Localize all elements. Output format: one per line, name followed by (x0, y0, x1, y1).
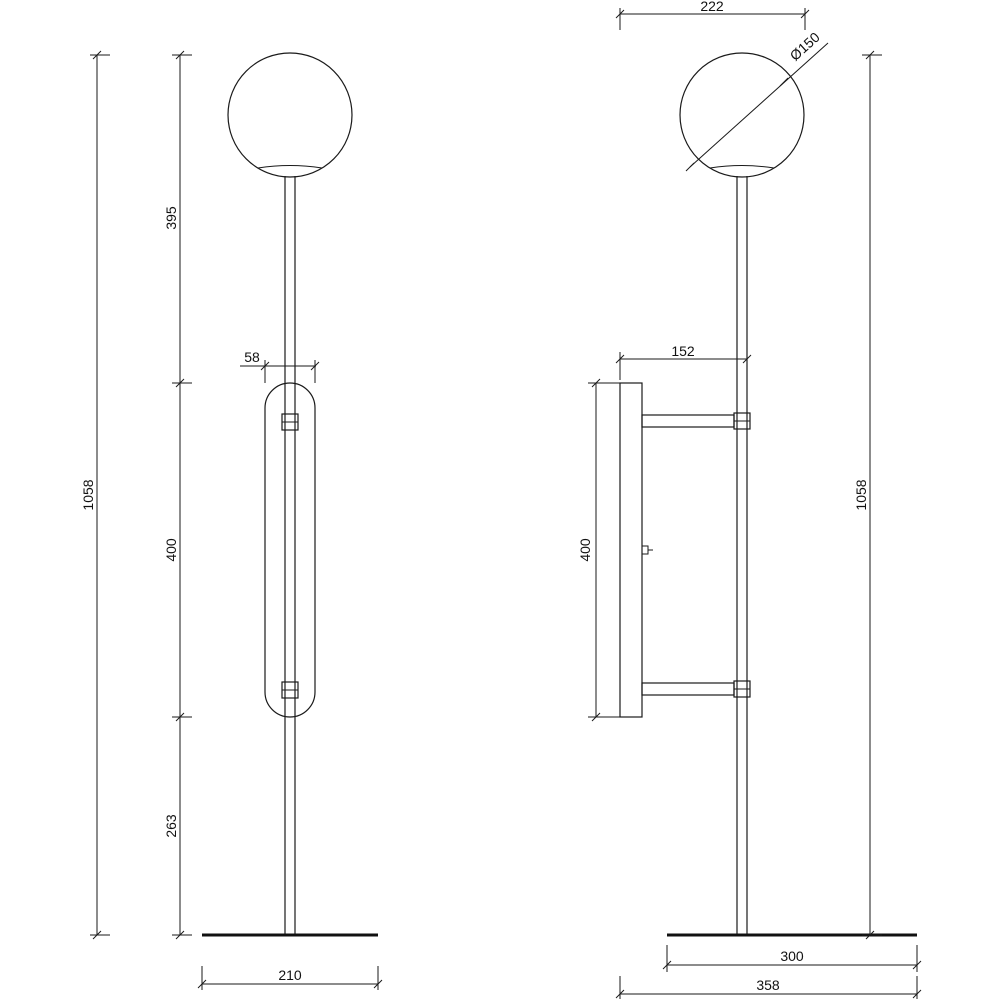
side-dim-arm-depth: 152 (615, 343, 752, 380)
side-dim-globe-diameter: Ø150 (685, 29, 829, 172)
front-dim-base-width: 210 (197, 966, 383, 990)
front-panel-height-label: 400 (163, 538, 179, 562)
side-overall-width-label: 358 (756, 977, 780, 993)
side-base-width-label: 300 (780, 948, 804, 964)
front-lower-height-label: 263 (163, 814, 179, 838)
side-dim-base-width: 300 (662, 945, 922, 972)
side-top-width-label: 222 (700, 0, 724, 14)
front-upper-height-label: 395 (163, 206, 179, 230)
front-dim-chain: 395 400 263 (163, 50, 192, 940)
front-globe (227, 52, 353, 178)
front-dim-panel-width: 58 (240, 349, 320, 383)
side-panel-height-label: 400 (577, 538, 593, 562)
side-globe (679, 52, 805, 178)
front-globe-inner-line (257, 165, 323, 169)
front-panel-width-label: 58 (244, 349, 260, 365)
side-arm-depth-label: 152 (671, 343, 695, 359)
side-globe-diameter-label: Ø150 (787, 29, 823, 64)
side-dim-panel-height: 400 (577, 378, 620, 722)
side-dim-total-height: 1058 (853, 50, 882, 940)
front-dim-total-height: 1058 (80, 50, 110, 940)
front-view: 1058 395 400 263 58 (80, 50, 383, 990)
side-switch (642, 545, 653, 555)
side-arm-lower (641, 682, 735, 696)
side-wall-plate (619, 382, 643, 718)
side-dim-top-width: 222 (615, 0, 810, 30)
side-total-height-label: 1058 (853, 479, 869, 510)
front-panel (264, 382, 316, 718)
front-total-height-label: 1058 (80, 479, 96, 510)
front-base-width-label: 210 (278, 967, 302, 983)
side-globe-inner-line (709, 165, 775, 169)
side-arm-upper (641, 414, 735, 428)
side-dim-overall-width: 358 (615, 976, 922, 999)
side-view: 222 Ø150 152 400 (577, 0, 922, 999)
